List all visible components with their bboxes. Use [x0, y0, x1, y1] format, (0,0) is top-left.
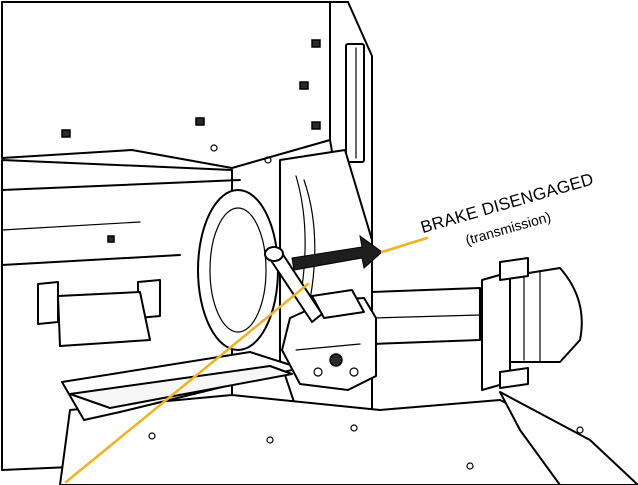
- callout-leader-lines: [64, 236, 429, 484]
- right-arrow-icon: [291, 234, 383, 271]
- brake-lever-handle: [264, 246, 323, 323]
- base-frame: [59, 391, 638, 485]
- upper-housing-panel: [1, 1, 373, 241]
- left-bracket: [37, 279, 161, 347]
- brake-lever-mechanism: [281, 289, 377, 391]
- axle-shaft: [371, 287, 481, 345]
- leader-line-to-lever: [64, 282, 310, 484]
- end-motor-housing: [481, 257, 583, 391]
- leader-line-to-label: [380, 236, 429, 254]
